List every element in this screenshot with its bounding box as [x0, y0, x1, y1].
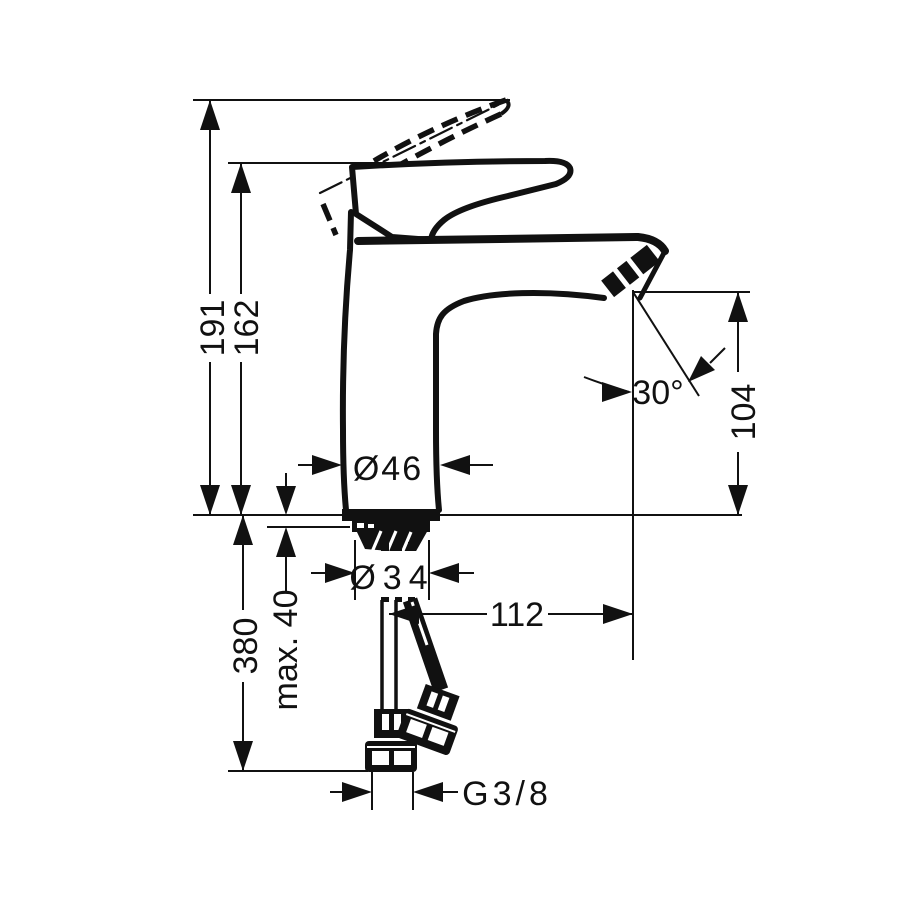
nut-slit [437, 695, 450, 712]
dim-label-30deg: 30° [632, 374, 683, 412]
flange-body [352, 520, 430, 532]
arrowhead-up [231, 163, 251, 193]
handle-raised-top-edge [372, 97, 507, 164]
aerator-band [601, 244, 660, 298]
hose-straight [365, 600, 417, 772]
arrowhead-left [389, 604, 419, 624]
arrowhead-up [200, 100, 220, 130]
arrowhead-right [325, 563, 355, 583]
flange-hatch-slit [400, 531, 413, 554]
hose-angled-fittings [396, 683, 460, 755]
dim-dia34: Ø34 [311, 540, 474, 600]
nut-slit [426, 691, 439, 708]
arrowhead-up [276, 527, 296, 557]
hose-nut [416, 683, 460, 721]
arrowhead-right [603, 604, 633, 624]
arrowhead-right [342, 782, 372, 802]
dim-max-40: max. 40 [267, 473, 305, 710]
outlet-angle-line [632, 291, 700, 397]
arrowhead-right [602, 382, 632, 402]
dim-g38: G3/8 [330, 772, 552, 813]
nut-slit [394, 714, 401, 730]
connector-window [372, 751, 389, 765]
arrowhead-down [233, 741, 253, 771]
connector-window [394, 751, 411, 765]
connector-line [405, 713, 456, 733]
arrowhead-left [413, 782, 443, 802]
base-plate [342, 509, 440, 521]
arrowhead-right [312, 455, 342, 475]
spout-tip-face [637, 248, 668, 301]
dim-label-162: 162 [228, 300, 266, 357]
nut-slit [382, 714, 389, 730]
dim-label-191: 191 [194, 300, 232, 357]
angle-leader-tail [709, 347, 726, 364]
extension-lines [193, 99, 750, 772]
aerator-slit [611, 266, 632, 290]
dim-112: 112 [389, 596, 633, 634]
dim-label-380: 380 [227, 618, 265, 675]
arrowhead-down [728, 485, 748, 515]
arrowhead-down [231, 485, 251, 515]
arrowhead-left [429, 563, 459, 583]
spout-underside-body-right [433, 289, 607, 513]
dim-104: 104 [725, 292, 763, 515]
body-left-edge [339, 209, 354, 513]
aerator-slit [625, 256, 645, 279]
flange-hatch-slit [370, 530, 383, 553]
dim-162: 162 [228, 163, 266, 515]
flange-slot [357, 523, 364, 528]
handle-raised-front-dash [320, 202, 339, 237]
spout-top-edge [354, 233, 669, 255]
faucet-outline [339, 157, 669, 602]
label-mask [349, 551, 435, 597]
handle-raised-tip [499, 98, 511, 116]
handle-lever [349, 157, 574, 243]
connector-window [427, 726, 449, 746]
arrowhead-diagonal [688, 356, 715, 382]
aerator [601, 244, 660, 298]
dim-30deg: 30° [583, 347, 726, 412]
dim-label-g38: G3/8 [462, 775, 552, 813]
arrowhead-up [728, 292, 748, 322]
dim-label-max-40: max. 40 [267, 590, 305, 711]
dim-label-dia46: Ø46 [353, 450, 423, 488]
dim-380: 380 [227, 515, 265, 771]
dim-191: 191 [194, 100, 232, 515]
arrowhead-up [233, 515, 253, 545]
arrowhead-down [276, 486, 296, 515]
dim-label-112: 112 [490, 596, 544, 634]
supply-hoses [365, 597, 460, 772]
dim-label-dia34: Ø34 [349, 559, 434, 597]
dim-label-104: 104 [725, 384, 763, 441]
mounting-flange [352, 520, 430, 554]
handle-raised-bottom-edge [394, 111, 503, 170]
arrowhead-left [440, 455, 470, 475]
dim-dia46: Ø46 [298, 450, 493, 488]
connector-window [406, 718, 427, 738]
flange-slot [368, 524, 374, 528]
arrowhead-down [200, 485, 220, 515]
hose-angled [396, 597, 460, 755]
